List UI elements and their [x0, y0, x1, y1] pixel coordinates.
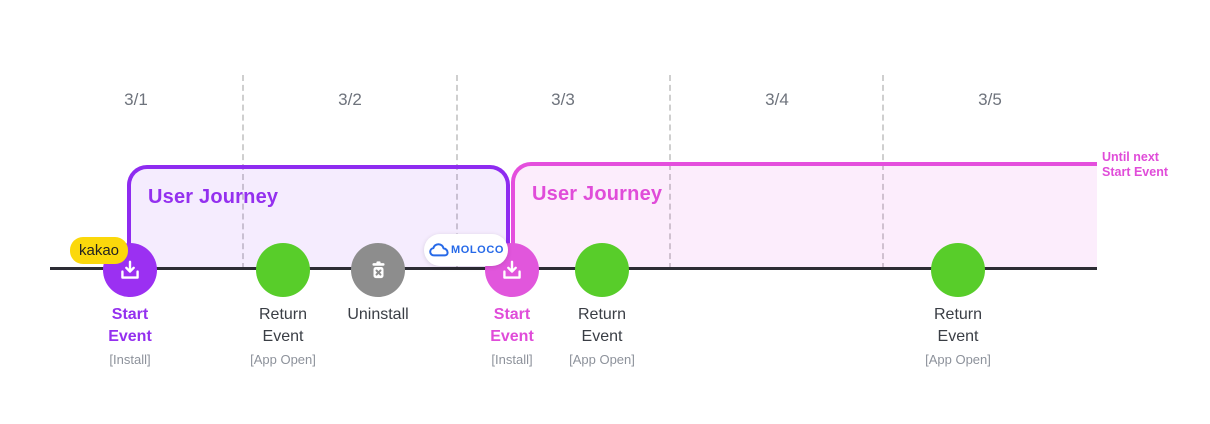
event-subtitle: [App Open]: [569, 352, 635, 367]
date-label-3-4: 3/4: [765, 90, 789, 109]
event-title-line: Event: [937, 328, 979, 345]
day-boundary-line: [242, 75, 244, 269]
return-event-marker: [575, 243, 629, 297]
day-boundary-line: [882, 75, 884, 269]
user-journey-title: User Journey: [532, 183, 663, 205]
annotation-line-2: Start Event: [1102, 165, 1168, 180]
start-event-marker: [485, 243, 539, 297]
event-label-return-3: Return Event [App Open]: [888, 304, 1028, 367]
until-next-start-event-note: Until next Start Event: [1102, 150, 1202, 181]
event-subtitle: [Install]: [491, 352, 533, 367]
event-title-line: Uninstall: [347, 306, 409, 323]
event-title-line: Return: [258, 306, 308, 323]
date-label-3-3: 3/3: [551, 90, 575, 109]
timeline-axis: [50, 267, 1097, 270]
annotation-line-1: Until next: [1102, 150, 1159, 164]
event-subtitle: [App Open]: [250, 352, 316, 367]
event-label-start-2: Start Event [Install]: [442, 304, 582, 367]
return-event-marker: [256, 243, 310, 297]
uninstall-marker: [351, 243, 405, 297]
moloco-badge: MOLOCO: [424, 234, 508, 266]
date-label-3-5: 3/5: [978, 90, 1002, 109]
event-subtitle: [App Open]: [925, 352, 991, 367]
day-boundary-line: [456, 75, 458, 269]
event-label-start-1: Start Event [Install]: [60, 304, 200, 367]
date-label-3-2: 3/2: [338, 90, 362, 109]
event-subtitle: [Install]: [109, 352, 151, 367]
kakao-badge-label: kakao: [78, 242, 120, 259]
download-icon: [121, 260, 139, 279]
user-journey-title: User Journey: [148, 186, 279, 208]
date-label-3-1: 3/1: [124, 90, 148, 109]
kakao-badge: kakao: [70, 237, 128, 264]
trash-icon: [371, 260, 385, 278]
event-title-line: Event: [490, 328, 534, 345]
event-title-line: Event: [108, 328, 152, 345]
event-label-uninstall: Uninstall: [308, 304, 448, 326]
event-title-line: Return: [577, 306, 627, 323]
event-label-return-2: Return Event [App Open]: [532, 304, 672, 367]
day-boundary-line: [669, 75, 671, 269]
cloud-icon: [429, 243, 449, 257]
event-title-line: Event: [262, 328, 304, 345]
download-icon: [503, 260, 521, 279]
event-label-return-1: Return Event [App Open]: [213, 304, 353, 367]
event-title-line: Start: [111, 306, 149, 323]
return-event-marker: [931, 243, 985, 297]
moloco-badge-label: MOLOCO: [450, 244, 505, 256]
event-title-line: Event: [581, 328, 623, 345]
event-title-line: Return: [933, 306, 983, 323]
event-title-line: Start: [493, 306, 531, 323]
